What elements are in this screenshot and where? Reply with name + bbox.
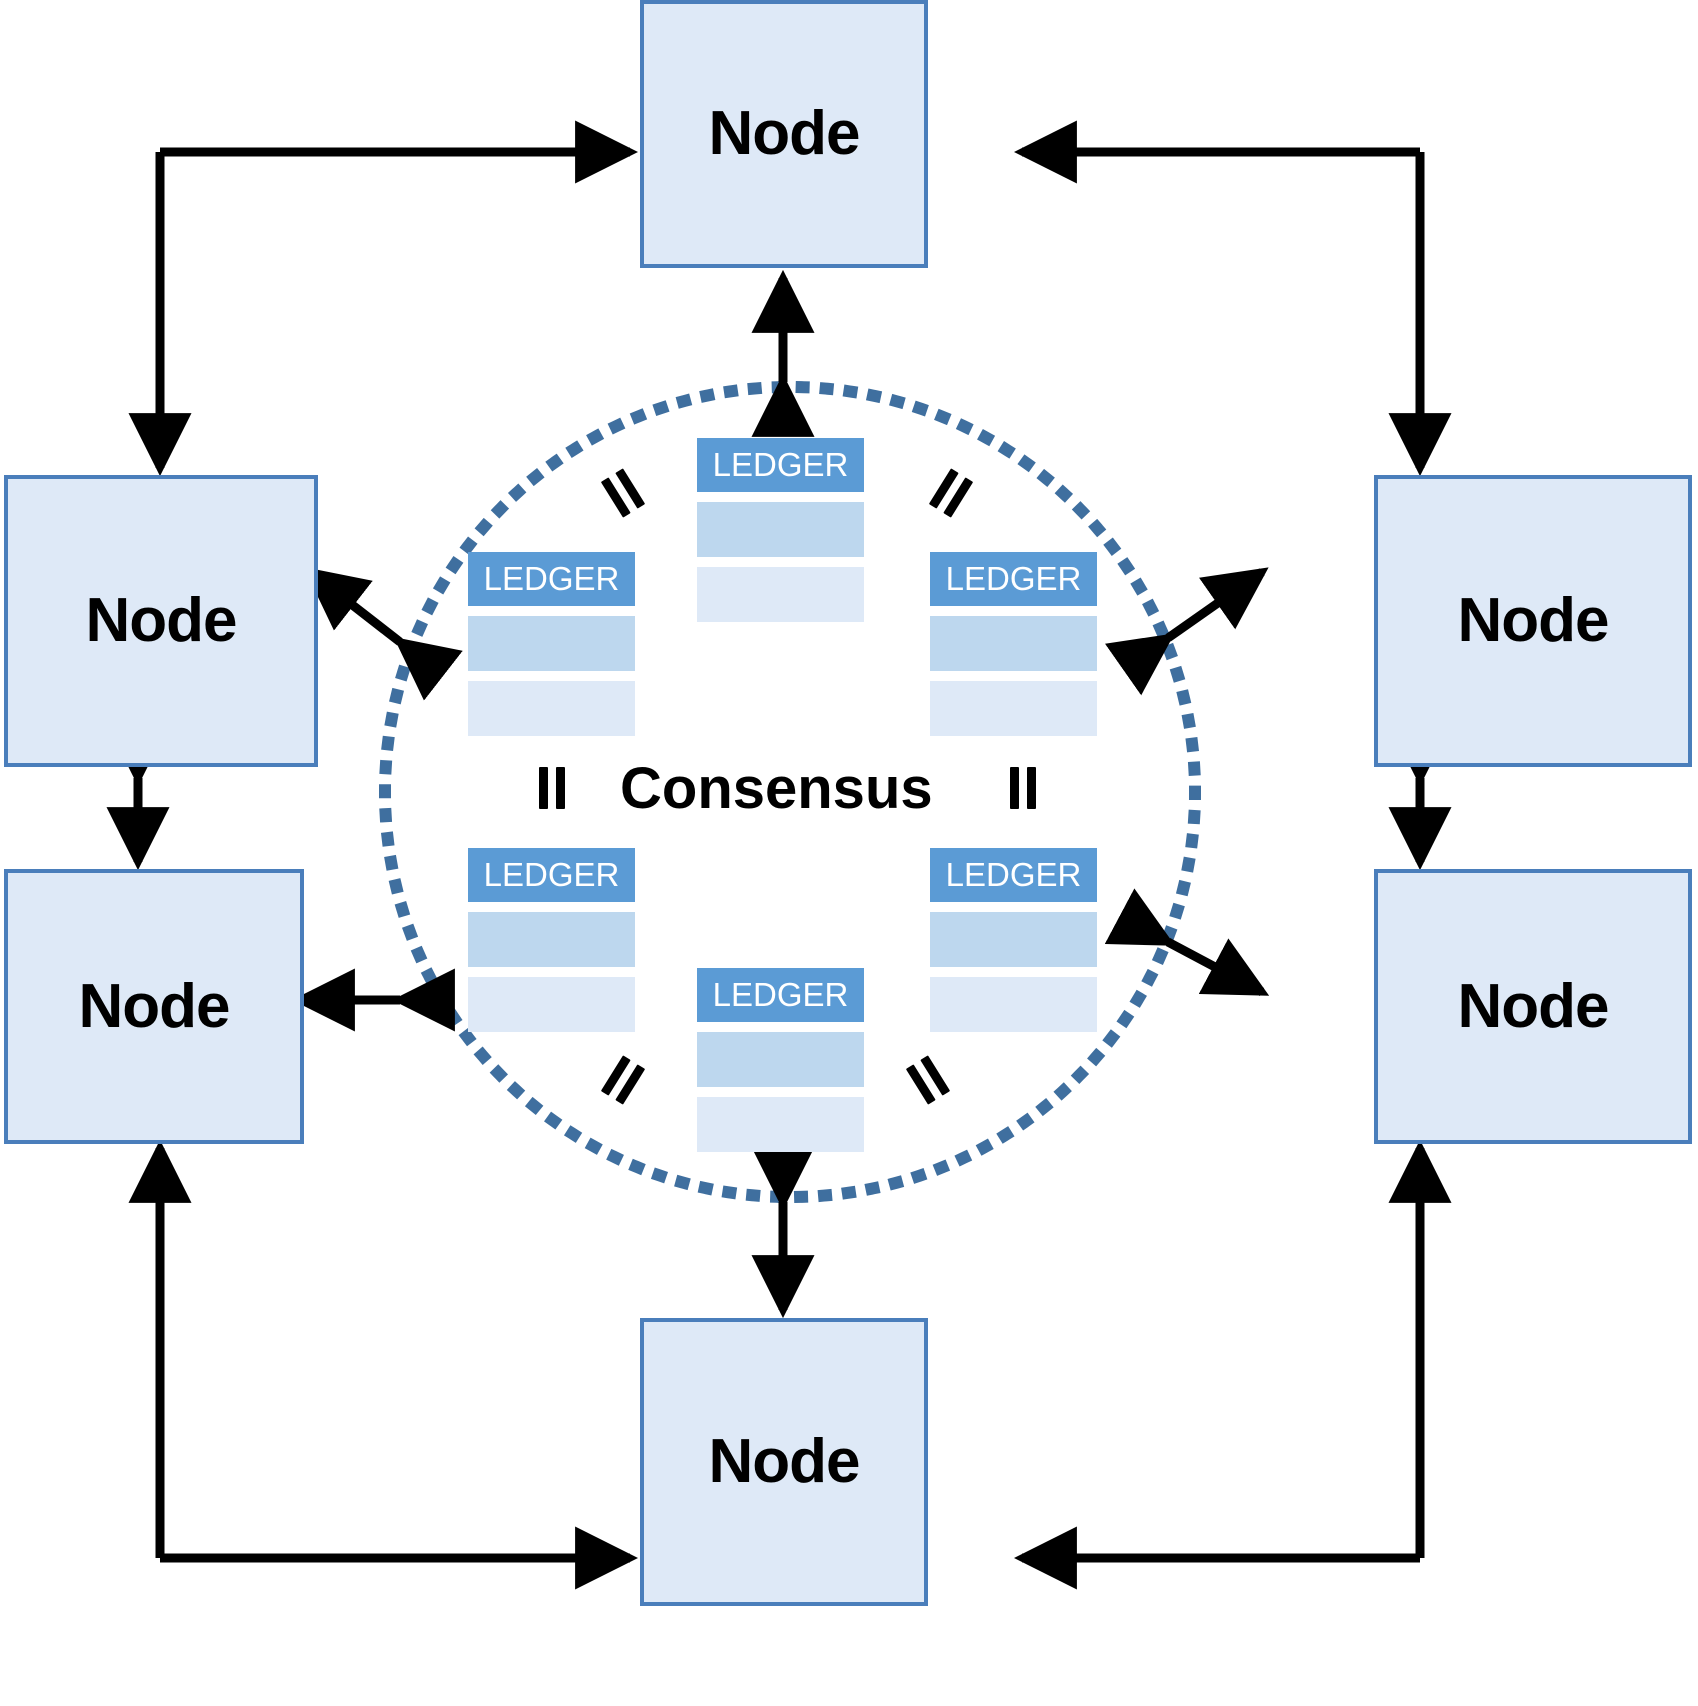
consensus-label: Consensus <box>620 756 933 821</box>
ledger-upper-left-row-1 <box>468 616 635 671</box>
node-right-lower-label: Node <box>1457 971 1610 1041</box>
eq-top-right-icon <box>919 461 982 524</box>
node-bottom[interactable]: Node <box>640 1318 928 1606</box>
eq-mid-left-icon <box>529 765 575 811</box>
eq-top-left-icon <box>591 461 654 524</box>
ledger-lower-left-row-1 <box>468 912 635 967</box>
eq-mid-right-icon <box>1000 765 1046 811</box>
ledger-top-row-2 <box>697 567 864 622</box>
ledger-bottom[interactable]: LEDGER <box>697 968 864 1152</box>
ledger-lower-right-row-1 <box>930 912 1097 967</box>
eq-bottom-right-icon <box>896 1048 959 1111</box>
node-right-upper[interactable]: Node <box>1374 475 1692 767</box>
node-right-lower[interactable]: Node <box>1374 869 1692 1144</box>
ledger-lower-right[interactable]: LEDGER <box>930 848 1097 1032</box>
ledger-upper-left-header: LEDGER <box>468 552 635 606</box>
conn-bottomright-elbow <box>1013 1139 1452 1590</box>
conn-center-right-lower <box>1104 888 1270 996</box>
ledger-upper-left-row-2 <box>468 681 635 736</box>
ledger-lower-left-row-2 <box>468 977 635 1032</box>
ledger-upper-right[interactable]: LEDGER <box>930 552 1097 736</box>
conn-center-left-upper <box>303 567 463 701</box>
conn-bottomleft-elbow <box>128 1139 639 1590</box>
node-right-upper-label: Node <box>1457 586 1610 655</box>
node-left-upper[interactable]: Node <box>4 475 318 767</box>
ledger-upper-right-header: LEDGER <box>930 552 1097 606</box>
node-left-upper-label: Node <box>85 586 238 655</box>
ledger-upper-left[interactable]: LEDGER <box>468 552 635 736</box>
ledger-top-row-1 <box>697 502 864 557</box>
ledger-top[interactable]: LEDGER <box>697 438 864 622</box>
conn-topleft-elbow <box>128 120 639 477</box>
ledger-top-header: LEDGER <box>697 438 864 492</box>
conn-topright-elbow <box>1013 120 1452 477</box>
ledger-lower-left-header: LEDGER <box>468 848 635 902</box>
ledger-bottom-header: LEDGER <box>697 968 864 1022</box>
ledger-lower-left[interactable]: LEDGER <box>468 848 635 1032</box>
conn-center-right-upper <box>1104 567 1269 696</box>
eq-bottom-left-icon <box>591 1048 654 1111</box>
node-bottom-label: Node <box>708 1427 861 1496</box>
node-left-lower-label: Node <box>78 971 231 1041</box>
ledger-bottom-row-1 <box>697 1032 864 1087</box>
node-top[interactable]: Node <box>640 0 928 268</box>
ledger-lower-right-row-2 <box>930 977 1097 1032</box>
ledger-bottom-row-2 <box>697 1097 864 1152</box>
ledger-lower-right-header: LEDGER <box>930 848 1097 902</box>
ledger-upper-right-row-2 <box>930 681 1097 736</box>
node-left-lower[interactable]: Node <box>4 869 304 1144</box>
ledger-upper-right-row-1 <box>930 616 1097 671</box>
node-top-label: Node <box>708 99 861 168</box>
